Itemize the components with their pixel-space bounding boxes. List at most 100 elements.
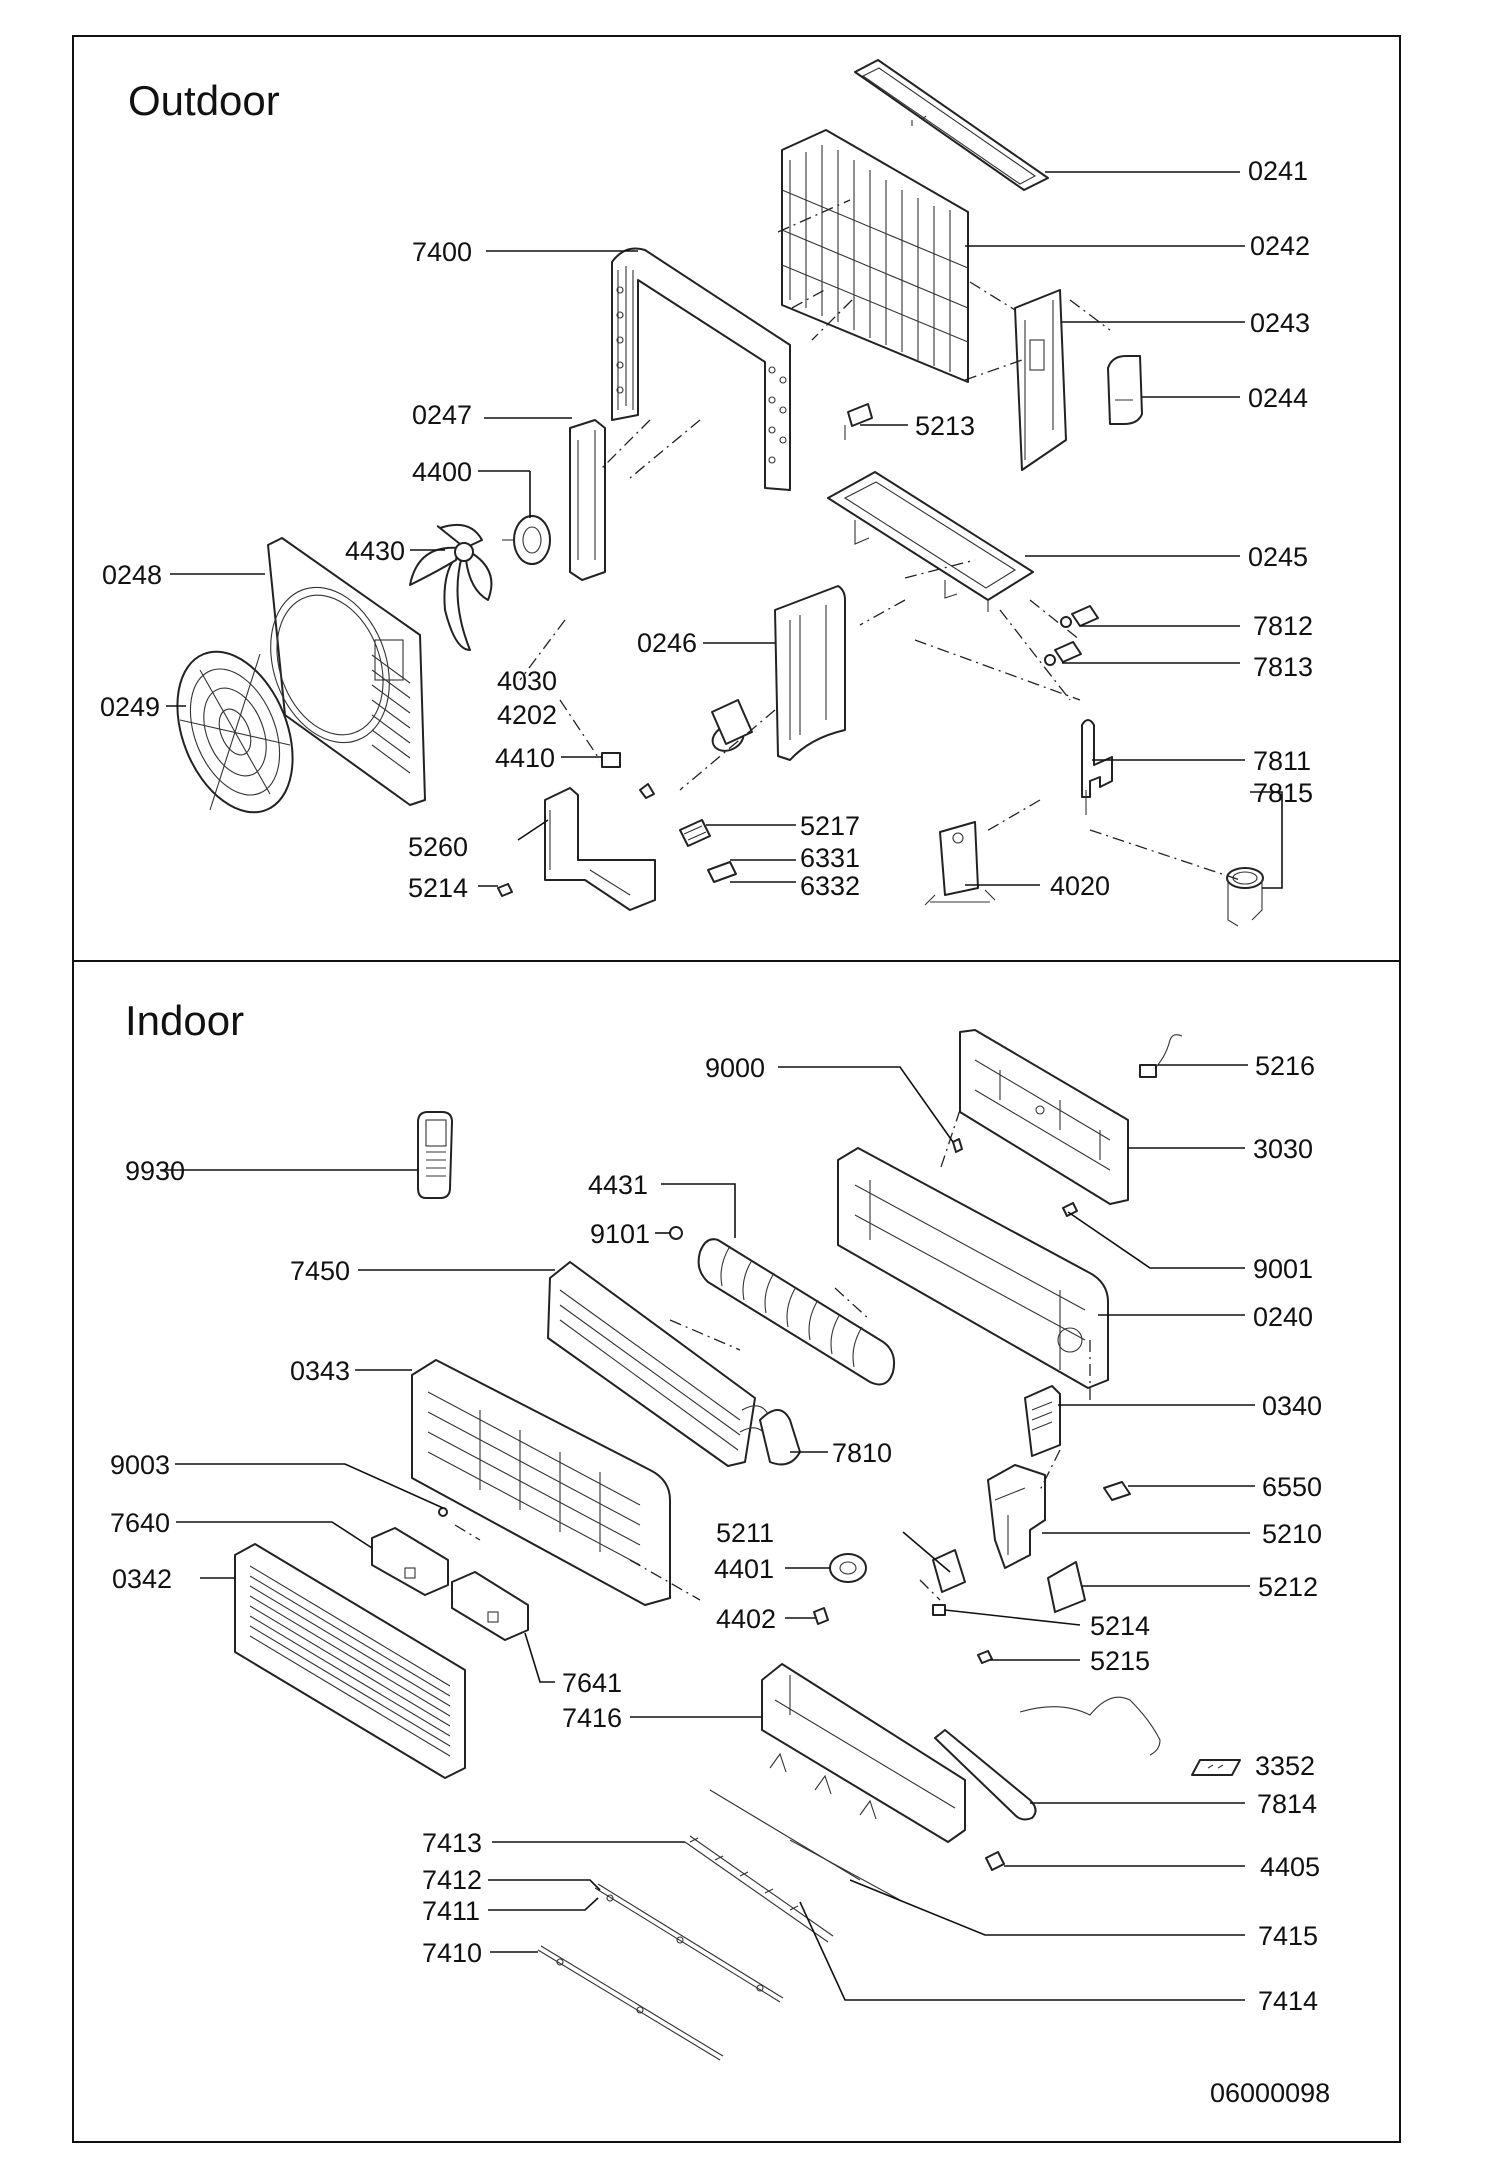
motor-bracket-part [569,419,606,581]
front-frame-part [411,1359,671,1606]
label-0343: 0343 [290,1356,350,1386]
louver-rods-part [684,1789,901,1943]
label-4430: 4430 [345,536,405,566]
label-7400: 7400 [412,237,472,267]
evaporator-coil-part [547,1261,769,1467]
compressor-part [924,821,996,906]
label-4400: 4400 [412,457,472,487]
label-9000: 9000 [705,1053,765,1083]
label-5216: 5216 [1255,1051,1315,1081]
cover-plate-5212-part [1047,1561,1086,1613]
leader-lines [160,171,1283,2001]
label-5210: 5210 [1262,1519,1322,1549]
label-3030: 3030 [1253,1134,1313,1164]
label-7414: 7414 [1258,1986,1318,2016]
label-5214-outdoor: 5214 [408,873,468,903]
control-box-part [1024,1385,1061,1457]
label-7412: 7412 [422,1865,482,1895]
label-9003: 9003 [110,1450,170,1480]
front-grille-part [234,1543,466,1779]
indoor-chassis-part [837,1147,1109,1389]
label-7413: 7413 [422,1828,482,1858]
remote-control-part [417,1111,453,1199]
label-7415: 7415 [1258,1921,1318,1951]
label-4431: 4431 [588,1170,648,1200]
rear-grille-panel-part [781,129,969,383]
label-0241: 0241 [1248,156,1308,186]
receiver-module-part [1103,1481,1131,1501]
label-0242: 0242 [1250,231,1310,261]
label-7411: 7411 [422,1896,480,1926]
small-electrical-parts [601,752,737,883]
label-5214-indoor: 5214 [1090,1611,1150,1641]
label-0247: 0247 [412,400,472,430]
drain-hose-part [934,1729,1037,1821]
label-7815: 7815 [1253,778,1313,808]
connecting-cable-part [1019,1696,1161,1756]
label-0248: 0248 [102,560,162,590]
bushing-part [669,1226,683,1240]
screw-covers-part [371,1527,529,1641]
drain-pipe-fitting-part [759,1409,801,1466]
fuse-part [932,1604,946,1616]
outdoor-parts [176,59,1264,927]
label-7810: 7810 [832,1438,892,1468]
label-0240: 0240 [1253,1302,1313,1332]
label-0249: 0249 [100,692,160,722]
label-0244: 0244 [1248,383,1308,413]
drawing-number: 06000098 [1210,2078,1330,2108]
step-motor-part [829,1553,867,1583]
indoor-parts [234,1029,1241,2061]
coiled-pipe-part [1226,867,1264,927]
cross-flow-fan-part [697,1238,896,1386]
label-7640: 7640 [110,1508,170,1538]
clip-part [1062,1202,1078,1217]
capacitor-part [711,699,753,752]
electric-box-holder-part [987,1464,1046,1569]
condenser-coil-part [611,247,791,491]
label-sticker-part [1191,1759,1241,1776]
label-5260: 5260 [408,832,468,862]
label-7812: 7812 [1253,611,1313,641]
base-pan-part [827,471,1034,612]
screw-cover-part [438,1507,448,1517]
fan-blade-part [409,524,493,651]
label-0246: 0246 [637,628,697,658]
label-9101: 9101 [590,1219,650,1249]
side-panel-part [1014,289,1067,471]
label-3352: 3352 [1255,1751,1315,1781]
link-bars-part [537,1883,784,2061]
louver-frame-part [761,1663,966,1843]
label-0245: 0245 [1248,542,1308,572]
thermistor-cable-part [1139,1034,1183,1078]
top-cover-part [854,59,1049,191]
indoor-section-title: Indoor [125,997,244,1044]
label-7811: 7811 [1253,746,1311,776]
label-5212: 5212 [1258,1572,1318,1602]
label-0340: 0340 [1262,1391,1322,1421]
label-7410: 7410 [422,1938,482,1968]
sensor-clip-part [844,403,873,440]
label-7814: 7814 [1257,1789,1317,1819]
pipe-clamp-part [985,1851,1005,1871]
label-5215: 5215 [1090,1646,1150,1676]
label-4402: 4402 [716,1604,776,1634]
label-5211: 5211 [716,1518,774,1548]
label-4410: 4410 [495,743,555,773]
label-9930: 9930 [125,1156,185,1186]
indoor-part-labels: 9000 5216 9930 3030 4431 9101 9001 7450 … [110,1051,1322,2016]
label-6331: 6331 [800,843,860,873]
diagram-frame [72,35,1401,2143]
label-4401: 4401 [714,1554,774,1584]
label-6550: 6550 [1262,1472,1322,1502]
label-4405: 4405 [1260,1852,1320,1882]
label-4030: 4030 [497,666,557,696]
fan-motor-part [502,515,551,565]
cover-plate-part [1107,355,1143,425]
outdoor-part-labels: 0241 0242 0243 0244 0245 7812 7813 7811 … [100,156,1313,903]
pipe-assembly-part [1081,719,1113,815]
label-0243: 0243 [1250,308,1310,338]
outdoor-section-title: Outdoor [128,77,280,124]
terminal-part [977,1650,993,1664]
